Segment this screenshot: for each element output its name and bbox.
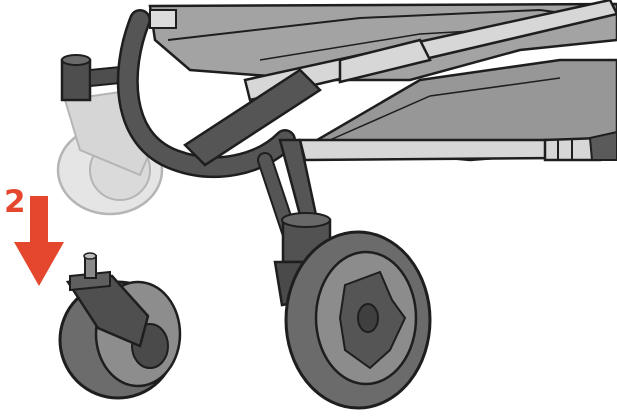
front-wheel bbox=[286, 232, 430, 408]
step-number: 2 bbox=[4, 184, 26, 220]
detached-wheel bbox=[60, 253, 180, 398]
